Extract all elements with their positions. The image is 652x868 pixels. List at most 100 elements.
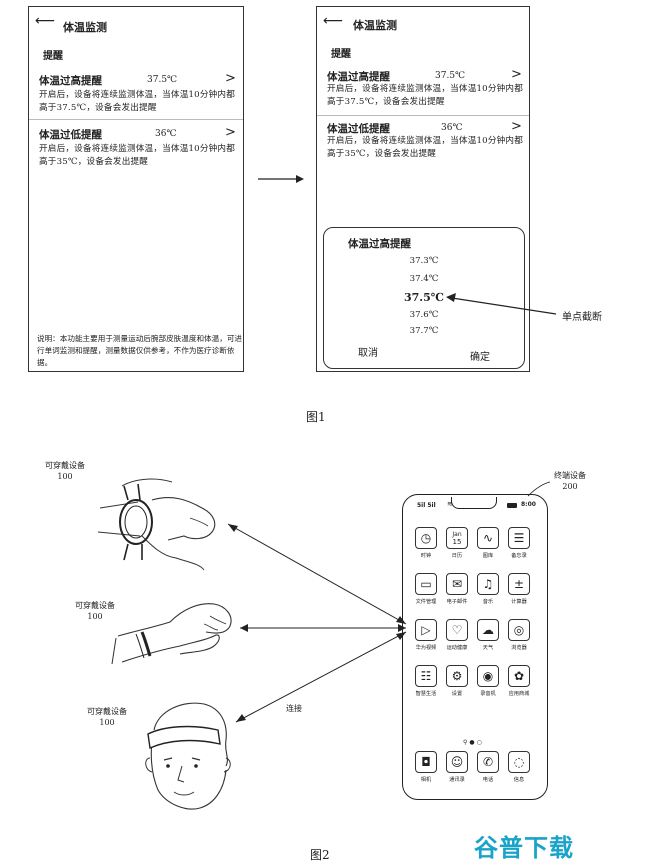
picker-option[interactable]: 37.6℃ <box>409 310 439 320</box>
picker-sheet: 体温过高提醒 37.3℃ 37.4℃ 37.5℃ 37.6℃ 37.7℃ 取消 … <box>323 227 525 369</box>
calendar-month: Jan <box>452 530 462 538</box>
screen-right: ⟵ 体温监测 提醒 体温过高提醒 37.5℃ > 开启后，设备将连续监测体温，当… <box>316 6 530 372</box>
signal-indicator: 5il 5il <box>417 502 436 509</box>
back-arrow-icon[interactable]: ⟵ <box>323 13 344 29</box>
phone-icon[interactable]: ✆ <box>477 751 499 773</box>
recorder-icon[interactable]: ◉ <box>477 665 499 687</box>
calculator-icon[interactable]: ± <box>508 573 530 595</box>
app-label: 华为视频 <box>415 645 437 651</box>
app-label: 电子邮件 <box>446 599 468 605</box>
watermark-logo: 谷普下载 <box>474 834 574 862</box>
app-label: 录音机 <box>480 691 496 697</box>
app-label: 设置 <box>451 691 463 697</box>
settings-icon[interactable]: ⚙ <box>446 665 468 687</box>
camera-icon[interactable]: ◘ <box>415 751 437 773</box>
location-icon: ⚲ <box>463 739 470 746</box>
weather-icon[interactable]: ☁ <box>477 619 499 641</box>
app-label: 智慧生活 <box>415 691 437 697</box>
picker-option[interactable]: 37.4℃ <box>409 274 439 284</box>
low-temp-desc: 开启后，设备将连续监测体温，当体温10分钟内都高于35℃，设备会发出提醒 <box>327 136 524 159</box>
email-icon[interactable]: ✉ <box>446 573 468 595</box>
calendar-day: 15 <box>452 537 462 546</box>
page-title: 体温监测 <box>353 19 397 32</box>
dock-label: 相机 <box>420 777 432 783</box>
confirm-button[interactable]: 确定 <box>470 352 490 363</box>
back-arrow-icon[interactable]: ⟵ <box>35 13 56 29</box>
phone-notch <box>451 497 497 509</box>
browser-icon[interactable]: ◎ <box>508 619 530 641</box>
divider <box>317 115 529 116</box>
screen-left: ⟵ 体温监测 提醒 体温过高提醒 37.5℃ > 开启后，设备将连续监测体温，当… <box>28 6 244 372</box>
section-title: 提醒 <box>331 49 351 60</box>
app-label: 应用商城 <box>508 691 530 697</box>
app-label: 备忘录 <box>511 553 527 559</box>
app-label: 音乐 <box>482 599 494 605</box>
low-temp-title[interactable]: 体温过低提醒 <box>327 123 390 135</box>
app-label: 天气 <box>482 645 494 651</box>
figure2-caption: 图2 <box>310 848 330 862</box>
section-title: 提醒 <box>43 51 63 62</box>
app-label: 图库 <box>482 553 494 559</box>
divider <box>29 119 243 120</box>
high-temp-title[interactable]: 体温过高提醒 <box>39 75 102 87</box>
smartwatch-illustration <box>97 478 216 571</box>
picker-option[interactable]: 37.7℃ <box>409 326 439 336</box>
high-temp-title[interactable]: 体温过高提醒 <box>327 71 390 83</box>
flow-arrow <box>258 175 304 183</box>
low-temp-desc: 开启后，设备将连续监测体温，当体温10分钟内都高于35℃，设备会发出提醒 <box>39 144 236 167</box>
files-icon[interactable]: ▭ <box>415 573 437 595</box>
page-title: 体温监测 <box>63 21 107 34</box>
app-label: 日历 <box>451 553 463 559</box>
annotation-label: 单点截断 <box>562 312 602 323</box>
battery-icon <box>507 503 517 508</box>
low-temp-title[interactable]: 体温过低提醒 <box>39 129 102 141</box>
headband-illustration <box>145 702 231 810</box>
music-icon[interactable]: ♫ <box>477 573 499 595</box>
app-label: 计算器 <box>511 599 527 605</box>
smart-life-icon[interactable]: ☷ <box>415 665 437 687</box>
dock-label: 通讯录 <box>449 777 465 783</box>
page-dot: ○ <box>476 739 484 746</box>
high-temp-value: 37.5℃ <box>435 71 466 81</box>
figure1-caption: 图1 <box>306 410 326 424</box>
high-temp-value: 37.5℃ <box>147 75 178 85</box>
app-label: 时钟 <box>420 553 432 559</box>
chevron-right-icon[interactable]: > <box>225 125 236 140</box>
chevron-right-icon[interactable]: > <box>511 119 522 134</box>
low-temp-value: 36℃ <box>441 123 463 133</box>
clock-icon[interactable]: ◷ <box>415 527 437 549</box>
dock-label: 信息 <box>513 777 525 783</box>
low-temp-value: 36℃ <box>155 129 177 139</box>
video-icon[interactable]: ▷ <box>415 619 437 641</box>
wifi-icon: ≋ <box>447 500 453 508</box>
contacts-icon[interactable]: ☺ <box>446 751 468 773</box>
chevron-right-icon[interactable]: > <box>225 71 236 86</box>
annotation-arrow <box>446 293 557 315</box>
gallery-icon[interactable]: ∿ <box>477 527 499 549</box>
picker-option[interactable]: 37.3℃ <box>409 256 439 266</box>
app-label: 浏览器 <box>511 645 527 651</box>
notes-icon[interactable]: ☰ <box>508 527 530 549</box>
cancel-button[interactable]: 取消 <box>358 348 378 359</box>
health-icon[interactable]: ♡ <box>446 619 468 641</box>
picker-option-selected[interactable]: 37.5℃ <box>404 291 444 304</box>
app-store-icon[interactable]: ✿ <box>508 665 530 687</box>
app-label: 运动健康 <box>446 645 468 651</box>
smartband-illustration <box>111 603 232 665</box>
page-dots: ⚲●○ <box>463 739 484 746</box>
high-temp-desc: 开启后，设备将连续监测体温，当体温10分钟内都高于37.5℃，设备会发出提醒 <box>39 90 236 113</box>
high-temp-desc: 开启后，设备将连续监测体温，当体温10分钟内都高于37.5℃，设备会发出提醒 <box>327 84 524 107</box>
page-dot: ● <box>469 739 477 746</box>
chevron-right-icon[interactable]: > <box>511 67 522 82</box>
status-time: 8:00 <box>521 501 536 508</box>
picker-title: 体温过高提醒 <box>348 238 411 250</box>
disclaimer-note: 说明：本功能主要用于测量运动后腕部皮肤温度和体温，可进行单词监测和提醒，测量数据… <box>37 334 243 367</box>
app-label: 文件管理 <box>415 599 437 605</box>
dock-label: 电话 <box>482 777 494 783</box>
messages-icon[interactable]: ◌ <box>508 751 530 773</box>
connect-label: 连接 <box>286 704 302 713</box>
